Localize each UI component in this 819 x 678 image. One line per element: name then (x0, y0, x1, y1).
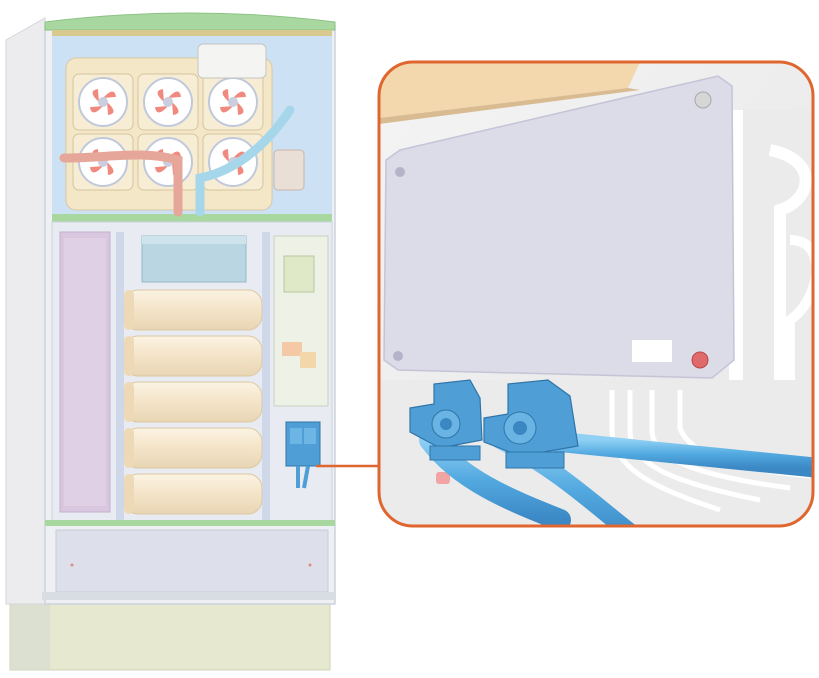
battery-module (123, 473, 263, 515)
callout-frame (377, 60, 815, 528)
highlighted-connector (285, 421, 321, 489)
cabinet (5, 12, 336, 671)
fan-icon (72, 133, 134, 191)
fan-array (72, 73, 264, 191)
cabinet-side-wall (5, 17, 46, 605)
fan-icon (202, 73, 264, 131)
lower-panel (55, 529, 329, 593)
detail-callout (377, 60, 815, 528)
battery-module (123, 427, 263, 469)
battery-module (123, 335, 263, 377)
battery-module (123, 289, 263, 331)
connector-right (483, 379, 579, 469)
cabinet-top-cap (44, 12, 336, 31)
mounting-plate (383, 75, 735, 379)
fan-icon (137, 73, 199, 131)
fan-icon (72, 73, 134, 131)
fan-section (52, 30, 332, 222)
battery-stack (123, 289, 263, 515)
battery-module (123, 381, 263, 423)
connector-left (409, 379, 483, 461)
